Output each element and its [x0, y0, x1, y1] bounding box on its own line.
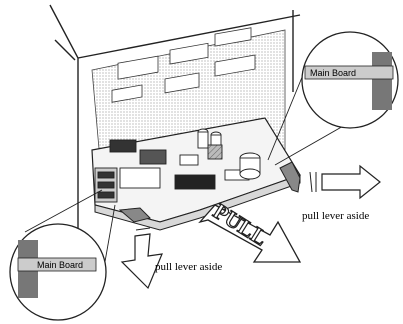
- right-lever-caption: pull lever aside: [302, 210, 369, 222]
- inset-left-label: Main Board: [37, 260, 83, 270]
- left-lever-caption: pull lever aside: [155, 261, 222, 273]
- right-pull-arrow: [310, 166, 380, 198]
- left-pull-arrow: [122, 228, 162, 288]
- pull-arrow: PULL: [200, 198, 300, 262]
- pull-label: PULL: [209, 198, 272, 250]
- inset-right-label: Main Board: [310, 68, 356, 78]
- front-connectors: [95, 168, 117, 202]
- inset-right: Main Board: [268, 32, 398, 165]
